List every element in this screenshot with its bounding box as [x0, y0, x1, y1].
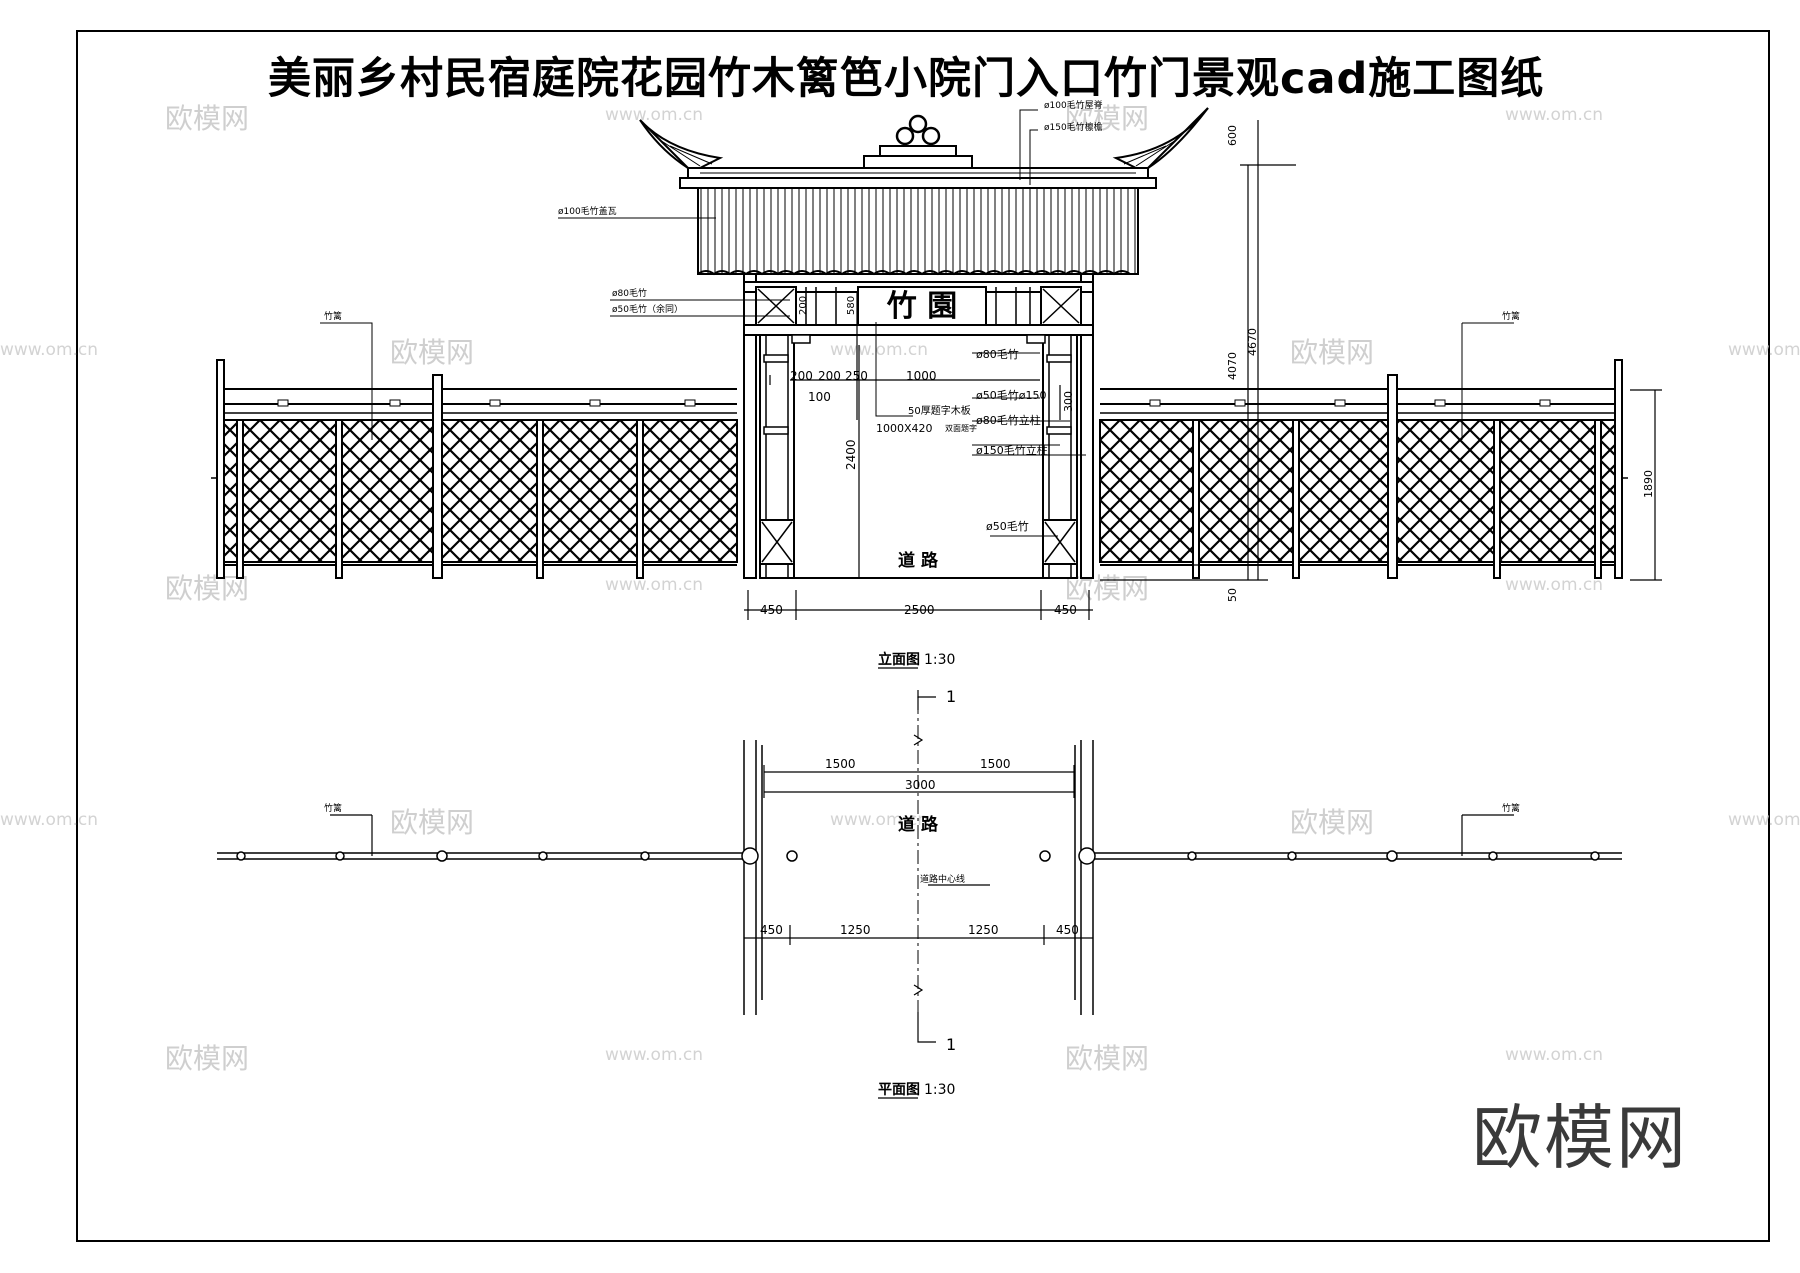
dim-50: 50: [1226, 588, 1239, 602]
dim-450-left: 450: [760, 603, 783, 617]
plan-fence-right: [1039, 850, 1622, 862]
watermark-url: www.om.cn: [1505, 575, 1603, 595]
dim-580-vertical: 580: [846, 296, 857, 315]
drawing-title: 美丽乡村民宿庭院花园竹木篱笆小院门入口竹门景观cad施工图纸: [268, 54, 1545, 104]
label-board-size: 1000X420: [876, 422, 933, 435]
label-bamboo80-c: ø80毛竹立柱: [976, 413, 1041, 427]
watermark-url: www.om.cn: [605, 105, 703, 125]
watermark-url: www.om.cn: [0, 810, 98, 830]
watermark-url: www.om.cn: [605, 1045, 703, 1065]
watermark-brand: 欧模网: [1065, 102, 1149, 135]
watermark-brand: 欧模网: [390, 806, 474, 839]
watermark-url: www.om.cn: [0, 340, 98, 360]
dim-1500-right: 1500: [980, 757, 1011, 771]
brand-watermark-corner: 欧模网: [1472, 1097, 1688, 1179]
dim-600: 600: [1226, 125, 1239, 146]
plan-road-label: 道 路: [898, 814, 939, 835]
plan-centerline-label: 道路中心线: [920, 873, 965, 885]
elevation-labels: ø100毛竹屋脊 ø150毛竹檩檐 ø100毛竹盖瓦 竹篱 竹篱 ø80毛竹 ø…: [324, 99, 1655, 669]
watermark-brand: 欧模网: [165, 1042, 249, 1075]
watermark-brand: 欧模网: [1065, 1042, 1149, 1075]
dim-450-right-plan: 450: [1056, 923, 1079, 937]
watermark-url: www.om.cn: [830, 810, 928, 830]
watermark-url: www.om.cn: [1505, 105, 1603, 125]
section-mark-top: 1: [946, 687, 956, 706]
watermark-brand: 欧模网: [165, 102, 249, 135]
dim-4070: 4070: [1226, 352, 1239, 380]
dim-1250-right: 1250: [968, 923, 999, 937]
dim-2500: 2500: [904, 603, 935, 617]
elevation-view: 竹 園 道 路: [211, 99, 1662, 669]
plan-right-fence-label: 竹篱: [1502, 802, 1520, 814]
dim-1250-left: 1250: [840, 923, 871, 937]
label-roof-top: ø100毛竹屋脊: [1044, 99, 1103, 111]
watermark-brand: 欧模网: [1290, 336, 1374, 369]
dim-3000: 3000: [905, 778, 936, 792]
elevation-dimensions: [744, 120, 1662, 620]
gate-sign-text: 竹 園: [887, 289, 957, 324]
label-bamboo80-a: ø80毛竹: [612, 287, 647, 299]
dim-450-right: 450: [1054, 603, 1077, 617]
elevation-leaders: [320, 109, 1514, 537]
plan-scale: 1:30: [924, 1082, 955, 1098]
plan-gate: [741, 690, 1096, 1043]
dim-250: 250: [845, 369, 868, 383]
dim-200b: 200: [818, 369, 841, 383]
elevation-caption: 立面图: [878, 651, 920, 668]
watermark-url: www.om.cn: [1505, 1045, 1603, 1065]
elevation-road-label: 道 路: [898, 550, 939, 571]
dim-2400: 2400: [844, 439, 858, 470]
watermark-url: www.om.cn: [830, 340, 928, 360]
label-bamboo150-post: ø150毛竹立柱: [976, 443, 1048, 457]
plan-view: 1 1 1500 1500 3000 道 路 道路中心线 竹篱 竹篱 450 1…: [217, 687, 1622, 1099]
dim-450-left-plan: 450: [760, 923, 783, 937]
plan-labels: 1 1 1500 1500 3000 道 路 道路中心线 竹篱 竹篱 450 1…: [324, 687, 1520, 1099]
watermark-url: www.om.cn: [1728, 340, 1800, 360]
section-mark-bottom: 1: [946, 1035, 956, 1054]
gate: 竹 園 道 路: [639, 107, 1209, 579]
watermarks: 欧模网 www.om.cn 欧模网 www.om.cn www.om.cn 欧模…: [0, 102, 1800, 1075]
right-fence: [1099, 359, 1628, 579]
watermark-brand: 欧模网: [1065, 572, 1149, 605]
label-left-fence: 竹篱: [324, 310, 342, 322]
plan-left-fence-label: 竹篱: [324, 802, 342, 814]
dim-300: 300: [1062, 391, 1075, 412]
dim-100: 100: [808, 390, 831, 404]
label-bamboo80-b: ø80毛竹: [976, 347, 1019, 361]
watermark-brand: 欧模网: [390, 336, 474, 369]
dim-200-vertical: 200: [798, 296, 809, 315]
plan-dimensions: [330, 765, 1514, 945]
label-bamboo50-b: ø50毛竹: [986, 519, 1029, 533]
label-roof-purlin: ø150毛竹檩檐: [1044, 121, 1103, 133]
label-roof-tile: ø100毛竹盖瓦: [558, 205, 617, 217]
watermark-url: www.om.cn: [1728, 810, 1800, 830]
left-fence: [211, 359, 738, 579]
watermark-url: www.om.cn: [605, 575, 703, 595]
dim-200a: 200: [790, 369, 813, 383]
drawing-frame: [76, 30, 1770, 1242]
label-bamboo50-a: ø50毛竹（余同）: [612, 303, 683, 315]
watermark-brand: 欧模网: [165, 572, 249, 605]
label-right-fence: 竹篱: [1502, 310, 1520, 322]
plan-fence-left: [217, 850, 798, 862]
dim-4670: 4670: [1246, 328, 1259, 356]
dim-1000: 1000: [906, 369, 937, 383]
label-board: 50厚题字木板: [908, 404, 971, 417]
plan-caption: 平面图: [878, 1082, 920, 1098]
label-board-note: 双面题字: [945, 423, 977, 433]
dim-1500-left: 1500: [825, 757, 856, 771]
elevation-scale: 1:30: [924, 652, 955, 668]
label-bamboo50-150: ø50毛竹ø150: [976, 388, 1046, 402]
dim-1890: 1890: [1642, 470, 1655, 498]
watermark-brand: 欧模网: [1290, 806, 1374, 839]
